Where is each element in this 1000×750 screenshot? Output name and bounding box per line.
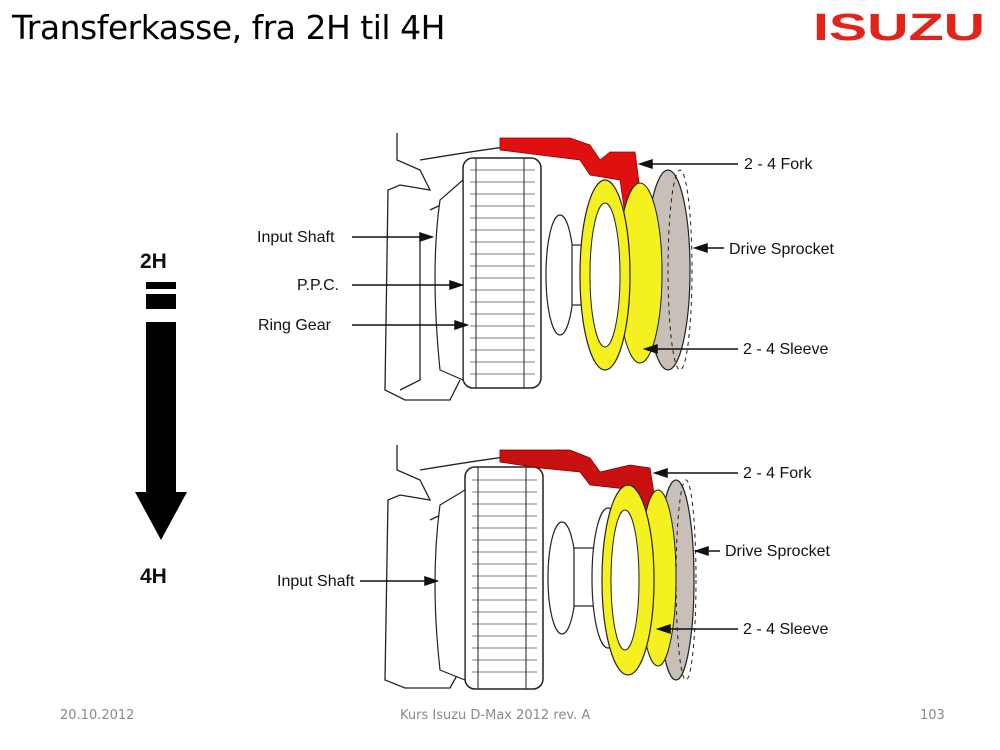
footer-date: 20.10.2012	[60, 708, 135, 723]
callout-sleeve-4h: 2 - 4 Sleeve	[743, 621, 829, 638]
callout-sleeve-2h: 2 - 4 Sleeve	[743, 341, 829, 358]
callout-ppc-2h: P.P.C.	[297, 277, 340, 294]
callout-lines-4h	[360, 467, 738, 635]
sleeve-2h	[579, 179, 663, 371]
slide-title: Transferkasse, fra 2H til 4H	[12, 8, 445, 47]
callout-fork-4h: 2 - 4 Fork	[743, 465, 812, 482]
callout-drive-sprocket-2h: Drive Sprocket	[729, 241, 834, 258]
ppc-4h	[434, 488, 466, 681]
callout-lines-2h	[352, 158, 738, 355]
sleeve-4h	[601, 484, 677, 676]
callout-ring-gear-2h: Ring Gear	[258, 317, 331, 334]
callout-input-shaft-4h: Input Shaft	[277, 573, 355, 590]
ppc-2h	[434, 178, 464, 381]
footer-course-title: Kurs Isuzu D-Max 2012 rev. A	[400, 708, 591, 723]
ring-gear-2h	[462, 157, 542, 389]
callout-fork-2h: 2 - 4 Fork	[744, 156, 813, 173]
state-2h-label: 2H	[140, 250, 167, 273]
logo-text: ISUZU	[813, 10, 985, 42]
isuzu-logo: ISUZU	[813, 10, 985, 42]
state-4h-label: 4H	[140, 565, 167, 588]
callout-input-shaft-2h: Input Shaft	[257, 229, 335, 246]
footer-page-number: 103	[920, 708, 945, 723]
ring-gear-4h	[464, 466, 544, 690]
callout-drive-sprocket-4h: Drive Sprocket	[725, 543, 830, 560]
